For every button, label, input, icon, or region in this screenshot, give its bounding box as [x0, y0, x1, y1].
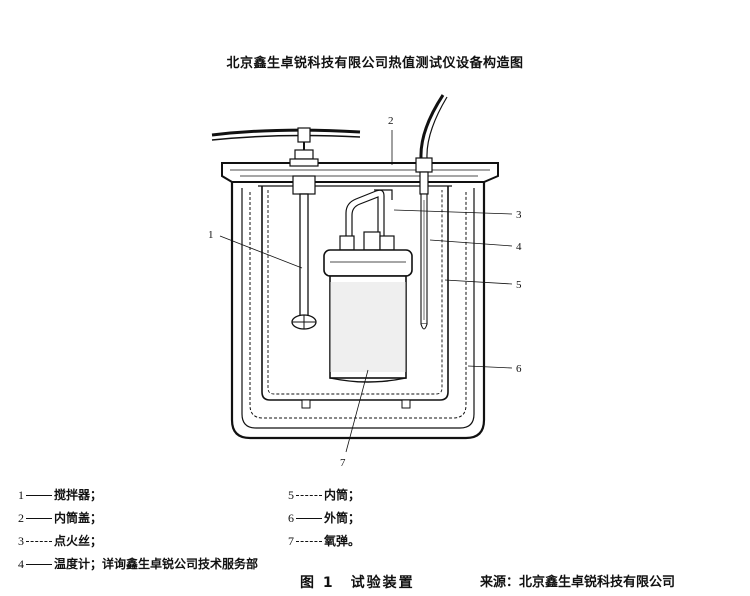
legend-label: 搅拌器；: [54, 488, 103, 502]
legend-number: 5: [288, 488, 294, 502]
legend-item: 2 内筒盖；: [18, 509, 102, 526]
outer-jacket: [230, 182, 486, 440]
figure-caption: 图 1 试验装置: [300, 575, 415, 591]
legend-label: 氧弹。: [324, 534, 361, 548]
legend-item: 5 内筒；: [288, 486, 360, 503]
legend-number: 7: [288, 534, 294, 548]
callout-7: 7: [340, 457, 346, 469]
inner-lid: [221, 162, 499, 183]
legend-label: 外筒；: [324, 511, 361, 525]
callout-5: 5: [516, 279, 522, 291]
callout-3: 3: [516, 209, 522, 221]
leader-lines: [219, 130, 513, 453]
callout-1: 1: [208, 229, 214, 241]
legend-number: 1: [18, 488, 24, 502]
legend-item: 6 外筒；: [288, 509, 360, 526]
legend-label: 点火丝；: [54, 534, 103, 548]
thermometer: [415, 94, 448, 330]
legend-label: 内筒；: [324, 488, 361, 502]
legend-number: 6: [288, 511, 294, 525]
legend-number: 4: [18, 557, 24, 571]
ignition-wire: [345, 189, 393, 238]
oxygen-bomb: [323, 231, 413, 383]
stirrer: [211, 127, 361, 330]
legend-item: 7 氧弹。: [288, 532, 360, 549]
calorimeter-diagram: 1 2 3 4 5 6 7: [208, 94, 522, 469]
legend-label: 内筒盖；: [54, 511, 103, 525]
legend-item: 4 温度计；详询鑫生卓锐公司技术服务部: [18, 555, 258, 572]
callout-4: 4: [516, 241, 522, 253]
source-credit: 来源：北京鑫生卓锐科技有限公司: [480, 575, 676, 590]
callout-6: 6: [516, 363, 522, 375]
legend-item: 1 搅拌器；: [18, 486, 102, 503]
legend-number: 3: [18, 534, 24, 548]
legend-label: 温度计；详询鑫生卓锐公司技术服务部: [54, 557, 259, 571]
vessel-feet: [301, 399, 411, 409]
diagram-title: 北京鑫生卓锐科技有限公司热值测试仪设备构造图: [226, 56, 524, 71]
legend-item: 3 点火丝；: [18, 532, 102, 549]
legend-number: 2: [18, 511, 24, 525]
callout-2: 2: [388, 115, 394, 127]
